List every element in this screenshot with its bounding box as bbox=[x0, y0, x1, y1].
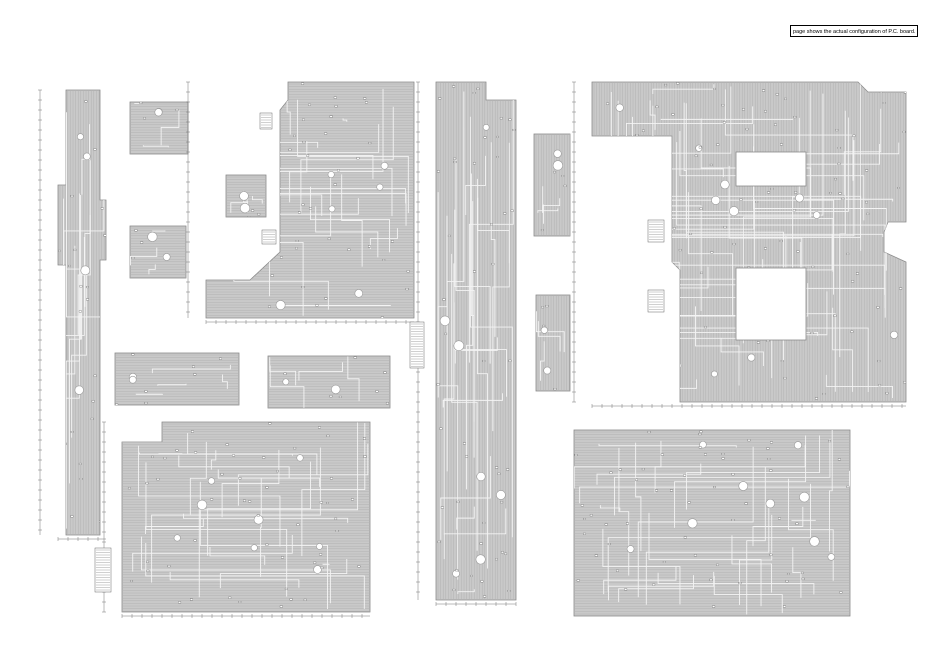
mounting-hole bbox=[622, 192, 629, 199]
mounting-hole bbox=[729, 206, 738, 215]
mounting-hole bbox=[644, 386, 652, 394]
mounting-hole bbox=[251, 545, 257, 551]
mounting-hole bbox=[240, 203, 250, 213]
mounting-hole bbox=[208, 478, 214, 484]
mounting-hole bbox=[381, 162, 388, 169]
mounting-hole bbox=[174, 535, 180, 541]
mounting-hole bbox=[810, 537, 820, 547]
pcb-board-board-right-bottom bbox=[574, 430, 850, 616]
mounting-hole bbox=[254, 515, 263, 524]
board-outline bbox=[130, 226, 186, 278]
mounting-hole bbox=[257, 98, 264, 105]
board-outline bbox=[592, 82, 906, 402]
mounting-hole bbox=[739, 482, 748, 491]
board-outline bbox=[122, 422, 370, 612]
connector-label-block bbox=[95, 548, 111, 592]
mounting-hole bbox=[712, 196, 720, 204]
mounting-hole bbox=[129, 376, 136, 383]
mounting-hole bbox=[544, 367, 551, 374]
mounting-hole bbox=[766, 499, 775, 508]
connector-label-block bbox=[260, 113, 272, 129]
mounting-hole bbox=[283, 379, 289, 385]
pcb-board-small-top-b bbox=[226, 175, 266, 218]
mounting-hole bbox=[440, 316, 450, 326]
mounting-hole bbox=[795, 194, 803, 202]
mounting-hole bbox=[77, 134, 83, 140]
mounting-hole bbox=[554, 150, 562, 158]
connector-label-block bbox=[410, 322, 424, 368]
mounting-hole bbox=[711, 371, 717, 377]
mounting-hole bbox=[81, 266, 90, 275]
mounting-hole bbox=[616, 104, 623, 111]
mounting-hole bbox=[328, 171, 334, 177]
mounting-hole bbox=[496, 490, 505, 499]
mounting-hole bbox=[148, 232, 158, 242]
pcb-board-board-wide-a bbox=[115, 353, 239, 405]
board-outline bbox=[436, 82, 516, 600]
mounting-hole bbox=[890, 331, 897, 338]
mounting-hole bbox=[541, 327, 548, 334]
mounting-hole bbox=[635, 193, 643, 201]
mounting-hole bbox=[83, 153, 90, 160]
board-cutout bbox=[736, 268, 806, 340]
mounting-hole bbox=[75, 386, 84, 395]
mounting-hole bbox=[316, 543, 322, 549]
board-cutout bbox=[736, 152, 806, 186]
mounting-hole bbox=[163, 253, 170, 260]
mounting-hole bbox=[155, 109, 162, 116]
pcb-board-strip-center bbox=[416, 82, 516, 606]
pcb-board-small-right-a bbox=[534, 134, 570, 236]
mounting-hole bbox=[688, 519, 697, 528]
mounting-hole bbox=[377, 184, 383, 190]
board-outline bbox=[536, 295, 570, 391]
mounting-hole bbox=[476, 555, 485, 564]
pcb-board-board-right-top bbox=[572, 82, 907, 408]
mounting-hole bbox=[240, 192, 249, 201]
mounting-hole bbox=[828, 554, 835, 561]
mounting-hole bbox=[813, 212, 820, 219]
pcb-board-strip-left bbox=[38, 90, 106, 541]
mounting-hole bbox=[355, 290, 363, 298]
mounting-hole bbox=[627, 546, 634, 553]
mounting-hole bbox=[794, 442, 801, 449]
connector-label-block bbox=[648, 290, 664, 312]
mounting-hole bbox=[314, 566, 322, 574]
mounting-hole bbox=[297, 455, 304, 462]
mounting-hole bbox=[197, 500, 207, 510]
mounting-hole bbox=[454, 341, 464, 351]
pcb-board-board-bottom-left bbox=[102, 422, 370, 618]
pcb-board-small-right-b bbox=[536, 295, 570, 391]
mounting-hole bbox=[477, 472, 486, 481]
mounting-hole bbox=[483, 124, 489, 130]
connector-label-block bbox=[648, 220, 664, 242]
pcb-board-board-center-top bbox=[186, 82, 414, 324]
mounting-hole bbox=[329, 206, 335, 212]
mounting-hole bbox=[721, 180, 730, 189]
pcb-board-small-mid-a bbox=[130, 226, 186, 278]
mounting-hole bbox=[799, 492, 809, 502]
pcb-board-board-wide-b bbox=[268, 356, 390, 408]
pcb-board-small-top-a bbox=[130, 102, 188, 154]
mounting-hole bbox=[553, 161, 563, 171]
mounting-hole bbox=[331, 385, 340, 394]
mounting-hole bbox=[276, 300, 285, 309]
mounting-hole bbox=[748, 354, 755, 361]
connector-label-block bbox=[262, 230, 276, 244]
